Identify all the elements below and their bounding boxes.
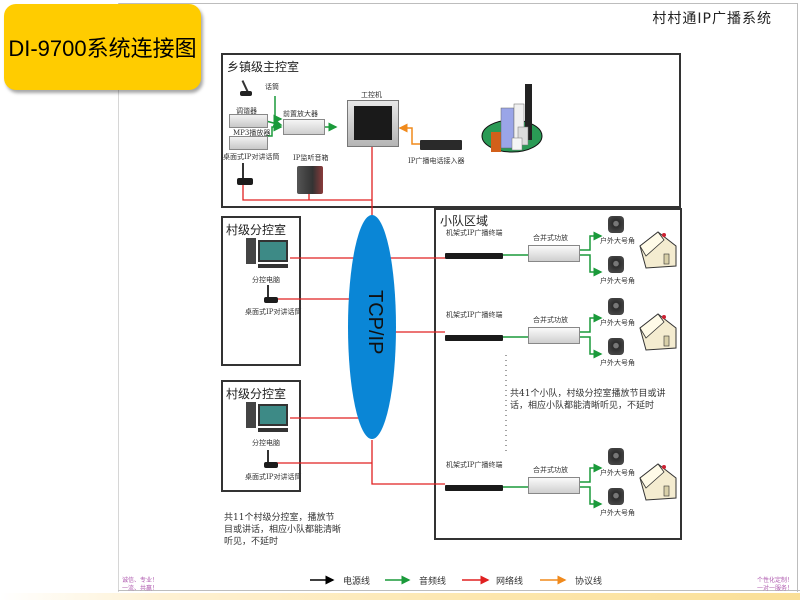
- slogan-left-line-2: 一流、共赢！: [122, 585, 159, 592]
- tuner-device: [229, 114, 268, 128]
- industrial-pc-device: [347, 100, 399, 147]
- mic-label: 话筒: [265, 83, 279, 91]
- horn-label-bottom: 户外大号角: [600, 359, 635, 367]
- horn-label-bottom: 户外大号角: [600, 509, 635, 517]
- town-room-label: 乡镇级主控室: [227, 60, 300, 74]
- village-room-2: [221, 380, 301, 492]
- rack-ip-terminal-device: [445, 485, 503, 491]
- audio-line: [578, 313, 603, 333]
- rack-terminal-label: 机架式IP广播终端: [446, 461, 503, 469]
- amplifier-label: 合并式功放: [533, 234, 568, 242]
- slogan-right-line-2: 一对一服务！: [757, 585, 794, 592]
- legend-protocol-line: 协议线: [575, 577, 603, 587]
- house-icon: [639, 313, 677, 351]
- rack-terminal-label: 机架式IP广播终端: [446, 311, 503, 319]
- protocol-line: [398, 123, 425, 145]
- tcpip-network-ellipse: [348, 215, 396, 439]
- tcpip-label: TCP/IP: [364, 290, 386, 355]
- audio-line: [578, 336, 603, 359]
- amplifier-label: 合并式功放: [533, 316, 568, 324]
- legend-network-line: 网络线: [496, 577, 524, 587]
- integrated-amplifier-device: [528, 327, 580, 344]
- rack-ip-terminal-device: [445, 335, 503, 341]
- house-icon: [639, 231, 677, 269]
- village-1-desk-mic-label: 桌面式IP对讲话筒: [245, 308, 302, 316]
- legend-audio-line: 音频线: [419, 577, 447, 587]
- team-note: 共41个小队，村级分控室播放节目或讲话，相应小队都能清晰听见，不延时: [510, 389, 666, 411]
- horn-speaker-icon: [608, 256, 624, 273]
- village-1-desk-mic-icon: [264, 285, 278, 303]
- slogan-right: 个性化定制！ 一对一服务！: [757, 577, 793, 593]
- village-room-2-label: 村级分控室: [226, 387, 287, 401]
- village-room-1-label: 村级分控室: [226, 223, 287, 237]
- horn-label-top: 户外大号角: [600, 237, 635, 245]
- horn-speaker-icon: [608, 216, 624, 233]
- badge-title: DI-9700系统连接图: [8, 36, 197, 61]
- horn-label-top: 户外大号角: [600, 319, 635, 327]
- system-title: 村村通IP广播系统: [652, 11, 772, 27]
- integrated-amplifier-device: [528, 477, 580, 494]
- ipc-label: 工控机: [361, 91, 382, 99]
- horn-speaker-icon: [608, 338, 624, 355]
- microphone-icon: [240, 80, 254, 96]
- desk-microphone-icon: [237, 163, 253, 185]
- slogan-right-line-1: 个性化定制！: [757, 577, 794, 584]
- horn-speaker-icon: [608, 448, 624, 465]
- audio-line: [578, 231, 603, 251]
- slogan-left-line-1: 诚信、专业！: [122, 577, 159, 584]
- bottom-divider: [118, 590, 800, 591]
- monitor-speaker-device: [297, 166, 323, 194]
- tuner-label: 调谐器: [236, 107, 257, 115]
- phone-gateway-device: [420, 140, 462, 150]
- horn-label-bottom: 户外大号角: [600, 277, 635, 285]
- village-1-pc-label: 分控电脑: [252, 276, 280, 284]
- desk-mic-label: 桌面式IP对讲话筒: [223, 153, 280, 161]
- slogan-left: 诚信、专业！ 一流、共赢！: [122, 577, 158, 593]
- title-badge: DI-9700系统连接图: [4, 4, 201, 90]
- village-2-pc-label: 分控电脑: [252, 439, 280, 447]
- mp3-player-device: [229, 136, 268, 150]
- horn-speaker-icon: [608, 488, 624, 505]
- integrated-amplifier-device: [528, 245, 580, 262]
- village-2-desk-mic-icon: [264, 450, 278, 468]
- preamp-label: 前置放大器: [283, 110, 318, 118]
- audio-lines-town: [265, 96, 338, 137]
- horn-label-top: 户外大号角: [600, 469, 635, 477]
- page-frame: [118, 3, 798, 592]
- village-note: 共11个村级分控室，播放节目或讲话，相应小队都能清晰听见，不延时: [224, 513, 342, 547]
- phone-gateway-label: IP广播电话接入器: [408, 157, 465, 165]
- bottom-decoration: [0, 593, 800, 600]
- house-icon: [639, 463, 677, 501]
- amplifier-label: 合并式功放: [533, 466, 568, 474]
- horn-speaker-icon: [608, 298, 624, 315]
- legend-power-line: 电源线: [343, 577, 371, 587]
- team-area-label: 小队区域: [440, 214, 489, 228]
- rack-terminal-label: 机架式IP广播终端: [446, 229, 503, 237]
- village-2-pc-icon: [246, 402, 290, 432]
- audio-line: [578, 486, 603, 509]
- village-2-desk-mic-label: 桌面式IP对讲话筒: [245, 473, 302, 481]
- rack-ip-terminal-device: [445, 253, 503, 259]
- monitor-speaker-label: IP监听音箱: [293, 154, 329, 162]
- mp3-label: MP3播放器: [233, 129, 271, 137]
- village-1-pc-icon: [246, 238, 290, 268]
- audio-line: [578, 463, 603, 483]
- audio-line: [578, 254, 603, 277]
- preamp-device: [283, 119, 325, 135]
